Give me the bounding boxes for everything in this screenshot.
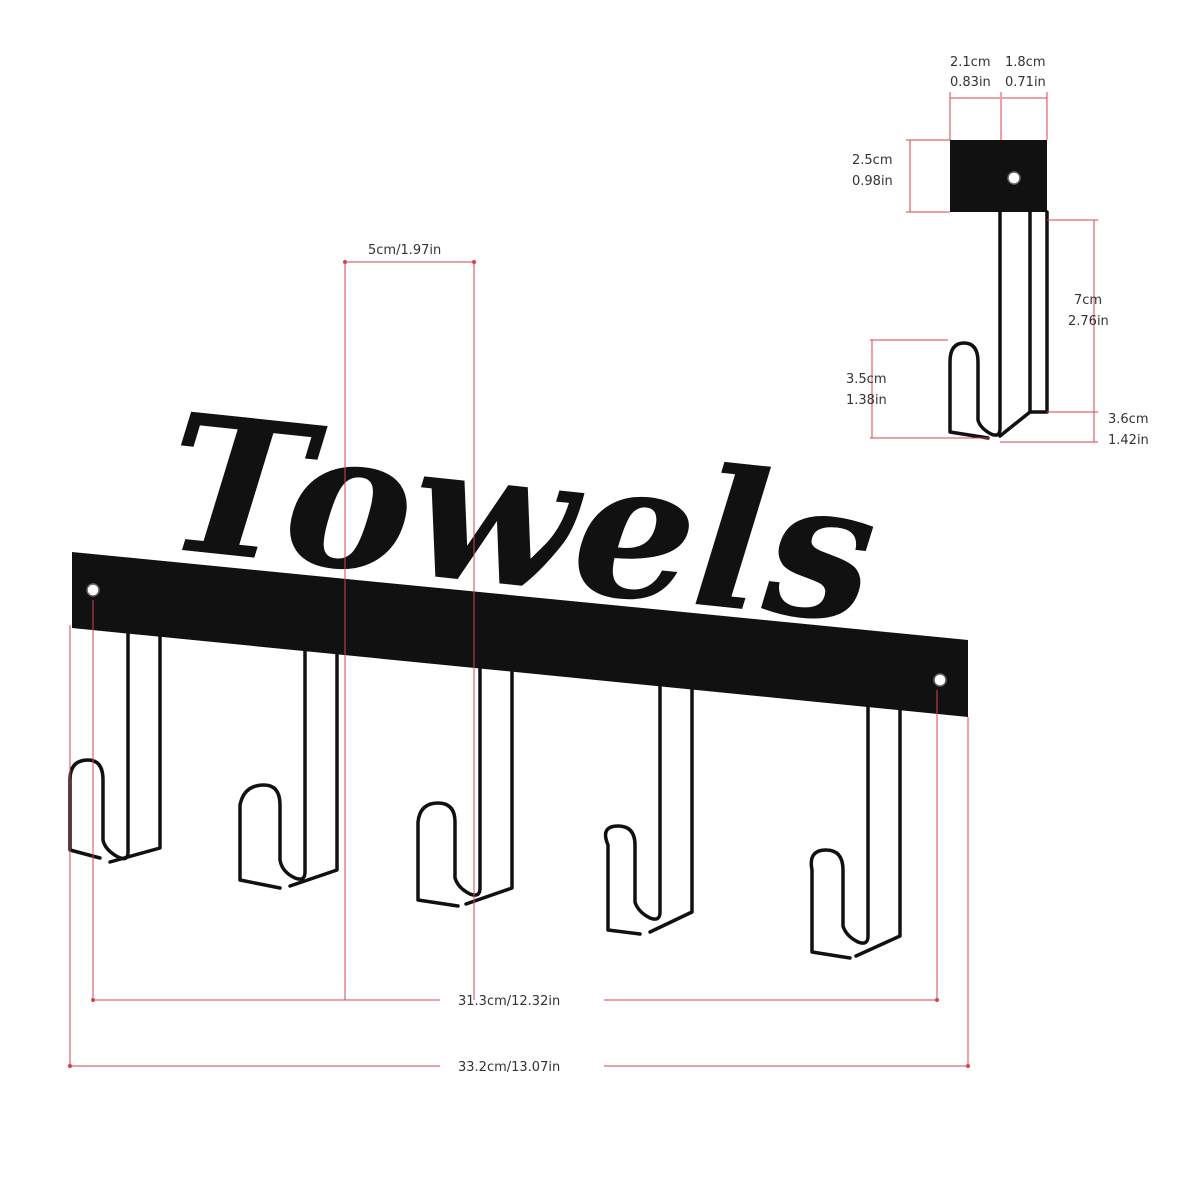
hole-span-label: 31.3cm/12.32in	[458, 994, 560, 1009]
side-profile	[948, 140, 1049, 440]
main-dimension-ticks	[68, 260, 970, 1068]
hook-5-outer	[854, 708, 902, 958]
hook-4-outer	[648, 688, 694, 934]
hook-4	[603, 684, 662, 936]
hook-2	[238, 648, 307, 890]
hooks	[68, 630, 902, 960]
mount-width-right-in: 0.71in	[1005, 75, 1046, 90]
left-screw-hole	[86, 583, 100, 597]
hook-3-outer	[464, 670, 514, 906]
hook-3	[416, 666, 482, 908]
back-prong-in: 1.42in	[1108, 433, 1149, 448]
bar-height-in: 0.98in	[852, 174, 893, 189]
hook-5	[809, 704, 870, 960]
bar-height-cm: 2.5cm	[852, 153, 893, 168]
front-prong-in: 1.38in	[846, 393, 887, 408]
mount-width-right-cm: 1.8cm	[1005, 55, 1046, 70]
total-length-label: 33.2cm/13.07in	[458, 1060, 560, 1075]
right-screw-hole	[933, 673, 947, 687]
hook-2-outer	[288, 652, 339, 888]
profile-hook-inner	[948, 210, 1002, 440]
hook-1	[68, 630, 130, 861]
hook-spacing-label: 5cm/1.97in	[368, 243, 441, 258]
hook-depth-in: 2.76in	[1068, 314, 1109, 329]
towel-rack: Towels	[68, 371, 968, 960]
main-dimensions	[69, 261, 969, 1068]
mounting-bar	[72, 552, 968, 717]
hook-depth-cm: 7cm	[1074, 293, 1102, 308]
mount-width-left-cm: 2.1cm	[950, 55, 991, 70]
mount-width-left-in: 0.83in	[950, 75, 991, 90]
profile-hook-outer	[998, 210, 1032, 438]
profile-back-arm	[1028, 210, 1049, 414]
profile-dimensions	[870, 92, 1098, 443]
profile-screw-hole	[1007, 171, 1021, 185]
profile-mount-plate	[950, 140, 1047, 212]
back-prong-cm: 3.6cm	[1108, 412, 1149, 427]
hook-1-outer	[108, 634, 162, 864]
front-prong-cm: 3.5cm	[846, 372, 887, 387]
